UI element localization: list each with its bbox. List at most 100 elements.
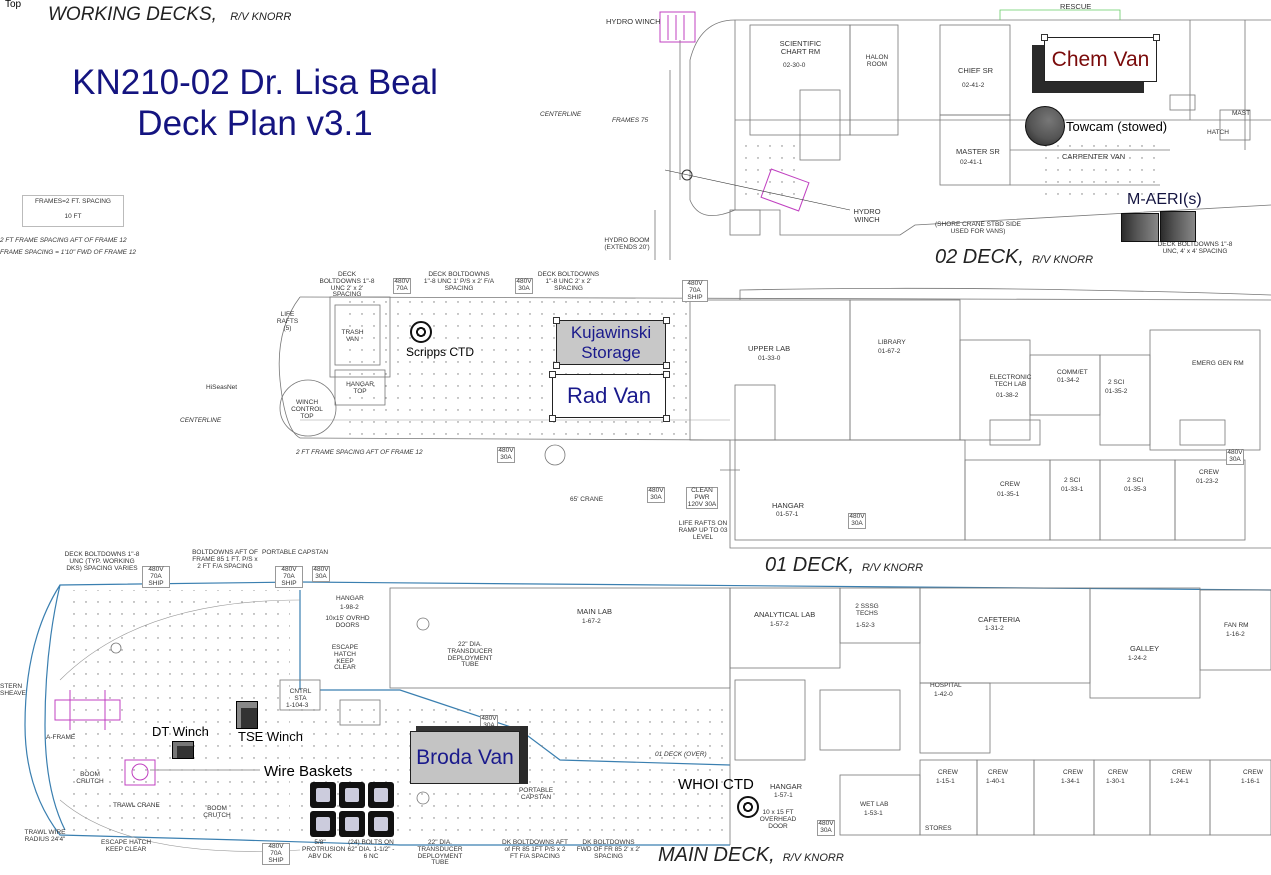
wire-basket[interactable] <box>310 811 336 837</box>
crew-main-6-number: 1-16-1 <box>1241 778 1260 785</box>
selection-handle[interactable] <box>1041 34 1048 41</box>
emerg-gen-rm-label: EMERG GEN RM <box>1192 360 1244 367</box>
broda-van[interactable]: Broda Van <box>410 726 528 784</box>
dt-winch-icon[interactable] <box>172 741 194 759</box>
wire-basket[interactable] <box>310 782 336 808</box>
deck-01-label: 01 DECK,R/V KNORR <box>765 555 923 576</box>
top-label: Top <box>5 0 22 10</box>
selection-handle[interactable] <box>663 317 670 324</box>
master-sr-number: 02-41-1 <box>960 159 983 166</box>
deck-01-ship: R/V KNORR <box>861 562 924 574</box>
selection-handle[interactable] <box>553 317 560 324</box>
rad-van[interactable]: Rad Van <box>552 374 666 418</box>
control-station-number: 1-104-3 <box>286 702 309 709</box>
whoi-ctd-icon[interactable] <box>737 796 759 818</box>
dk-boltdowns-fwd-label: DK BOLTDOWNS FWD OF FR 85 2' x 2' SPACIN… <box>576 839 641 860</box>
chem-van[interactable]: Chem Van <box>1032 34 1160 93</box>
power-outlet-1: 480V 70A <box>393 278 411 294</box>
wet-lab-label: WET LAB <box>860 801 889 808</box>
tse-winch-label: TSE Winch <box>238 729 304 744</box>
frame-spacing-01: 2 FT FRAME SPACING AFT OF FRAME 12 <box>296 449 423 456</box>
shore-crane-note: (SHORE CRANE STBD SIDE USED FOR VANS) <box>935 221 1021 235</box>
hangar-top-label: HANGAR TOP <box>346 381 374 395</box>
hatch-label: HATCH <box>1207 129 1229 136</box>
m-aeri-unit-1[interactable] <box>1121 213 1159 242</box>
selection-handle[interactable] <box>663 371 670 378</box>
portable-capstan-top-label: PORTABLE CAPSTAN <box>262 549 329 556</box>
crew-01-a-number: 01-35-1 <box>997 491 1020 498</box>
selection-handle[interactable] <box>549 415 556 422</box>
deck-02-boltdowns-note: DECK BOLTDOWNS 1"-8 UNC, 4' x 4' SPACING <box>1157 241 1233 255</box>
wire-basket[interactable] <box>339 782 365 808</box>
crew-main-2-label: CREW <box>988 769 1008 776</box>
two-sci-a-number: 01-35-2 <box>1105 388 1128 395</box>
selection-handle[interactable] <box>553 362 560 369</box>
hydro-winch-top-label: HYDRO WINCH <box>606 17 661 26</box>
selection-handle[interactable] <box>663 362 670 369</box>
crew-main-5-number: 1-24-1 <box>1170 778 1189 785</box>
power-outlet-3: 480V 70A SHIP <box>682 280 708 303</box>
portable-capstan-label: PORTABLE CAPSTAN <box>518 787 554 801</box>
selection-handle[interactable] <box>1153 34 1160 41</box>
sssg-techs-number: 1-52-3 <box>856 622 875 629</box>
plan-title: KN210-02 Dr. Lisa Beal Deck Plan v3.1 <box>40 62 470 145</box>
wire-baskets-grid[interactable] <box>310 782 394 838</box>
master-sr-room: MASTER SR <box>956 147 1000 156</box>
frame-spacing-note-1: 2 FT FRAME SPACING AFT OF FRAME 12 <box>0 237 127 244</box>
life-rafts-label: LIFE RAFTS (5) <box>276 311 299 332</box>
rad-van-label: Rad Van <box>567 383 651 408</box>
main-lab-number: 1-67-2 <box>582 618 601 625</box>
transducer-tube-label: 22" DIA. TRANSDUCER DEPLOYMENT TUBE <box>447 641 493 669</box>
crew-main-1-number: 1-15-1 <box>936 778 955 785</box>
deck-02-ship: R/V KNORR <box>1031 254 1094 266</box>
mast-label: MAST <box>1232 110 1251 117</box>
main-deck-label: MAIN DECK,R/V KNORR <box>658 845 844 866</box>
comm-et-label: COMM/ET <box>1057 369 1088 376</box>
scripps-ctd-icon[interactable] <box>410 321 432 343</box>
fan-room-number: 1-16-2 <box>1226 631 1245 638</box>
deck-02-title: 02 DECK, <box>935 246 1024 268</box>
hangar-main-2-number: 1-57-1 <box>774 792 793 799</box>
trash-van-label: TRASH VAN <box>341 329 364 343</box>
power-outlet-7: 480V 30A <box>1226 449 1244 465</box>
power-outlet-8: 480V 70A SHIP <box>142 566 170 589</box>
main-deck-title: MAIN DECK, <box>658 844 775 866</box>
towcam-symbol[interactable] <box>1025 106 1065 146</box>
hydro-boom-label: HYDRO BOOM (EXTENDS 20') <box>604 237 650 251</box>
electronic-tech-lab-number: 01-38-2 <box>996 392 1019 399</box>
upper-lab-label: UPPER LAB <box>748 344 791 353</box>
wire-basket[interactable] <box>339 811 365 837</box>
frame-legend: FRAMES=2 FT. SPACING 10 FT <box>22 195 124 227</box>
power-outlet-4: 480V 30A <box>497 447 515 463</box>
hangar-main-2-label: HANGAR <box>770 782 803 791</box>
scripps-ctd-label: Scripps CTD <box>406 345 475 359</box>
crew-main-3-label: CREW <box>1063 769 1083 776</box>
main-lab-label: MAIN LAB <box>577 607 613 616</box>
selection-handle[interactable] <box>549 371 556 378</box>
boltdowns-note-3: DECK BOLTDOWNS 1"-8 UNC 2' x 2' SPACING <box>537 271 600 292</box>
frames-75-label: FRAMES 75 <box>612 117 649 124</box>
life-rafts-ramp-note: LIFE RAFTS ON RAMP UP TO 03 LEVEL <box>678 520 728 541</box>
sssg-techs-label: 2 SSSG TECHS <box>855 603 879 617</box>
boom-crutch-2-label: BOOM CRUTCH <box>203 805 231 819</box>
wire-basket[interactable] <box>368 811 394 837</box>
analytical-lab-number: 1-57-2 <box>770 621 789 628</box>
broda-van-label: Broda Van <box>416 745 514 769</box>
escape-hatch-label: ESCAPE HATCH KEEP CLEAR <box>331 644 359 672</box>
boltdowns-note-2: DECK BOLTDOWNS 1"-8 UNC 1' P/S x 2' F/A … <box>423 271 495 292</box>
m-aeri-unit-2[interactable] <box>1160 211 1196 242</box>
two-sci-c-label: 2 SCI <box>1127 477 1144 484</box>
electronic-tech-lab-label: ELECTRONIC TECH LAB <box>989 374 1032 388</box>
power-outlet-10: 480V 30A <box>312 566 330 582</box>
crew-main-5-label: CREW <box>1172 769 1192 776</box>
kujawinski-storage[interactable]: Kujawinski Storage <box>556 320 666 365</box>
dk-boltdowns-aft-label: DK BOLTDOWNS AFT of FR 85 1FT P/S x 2 FT… <box>502 839 568 860</box>
selection-handle[interactable] <box>663 415 670 422</box>
deck-02-label: 02 DECK, R/V KNORR <box>935 247 1093 268</box>
wire-basket[interactable] <box>368 782 394 808</box>
crew-main-1-label: CREW <box>938 769 958 776</box>
clean-power-outlet: CLEAN PWR 120V 30A <box>686 487 718 510</box>
tse-winch-icon[interactable] <box>236 701 258 729</box>
library-number: 01-67-2 <box>878 348 901 355</box>
